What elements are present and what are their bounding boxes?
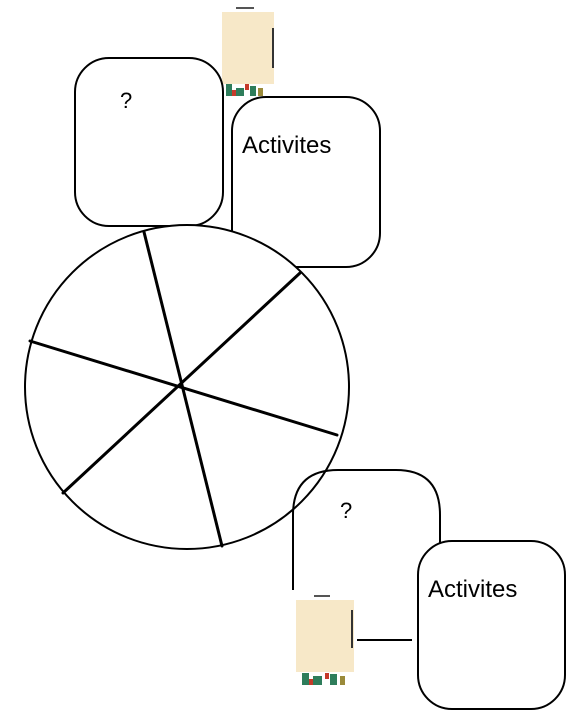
activities-box-top: [231, 96, 381, 268]
easel-icon: [296, 595, 354, 685]
question-label-bottom: ?: [340, 498, 352, 523]
activities-box-bottom: [417, 540, 566, 710]
activities-label-top: Activites: [242, 132, 331, 159]
question-box-top: [74, 57, 224, 227]
wheel-spoke: [61, 271, 302, 495]
wheel-spoke: [28, 339, 339, 437]
segmented-wheel: [24, 224, 350, 550]
question-label-top: ?: [120, 88, 132, 113]
easel-icon: [222, 7, 274, 96]
question-box-bottom: [292, 469, 441, 590]
activities-label-bottom: Activites: [428, 576, 517, 603]
wheel-circle: [24, 224, 350, 550]
